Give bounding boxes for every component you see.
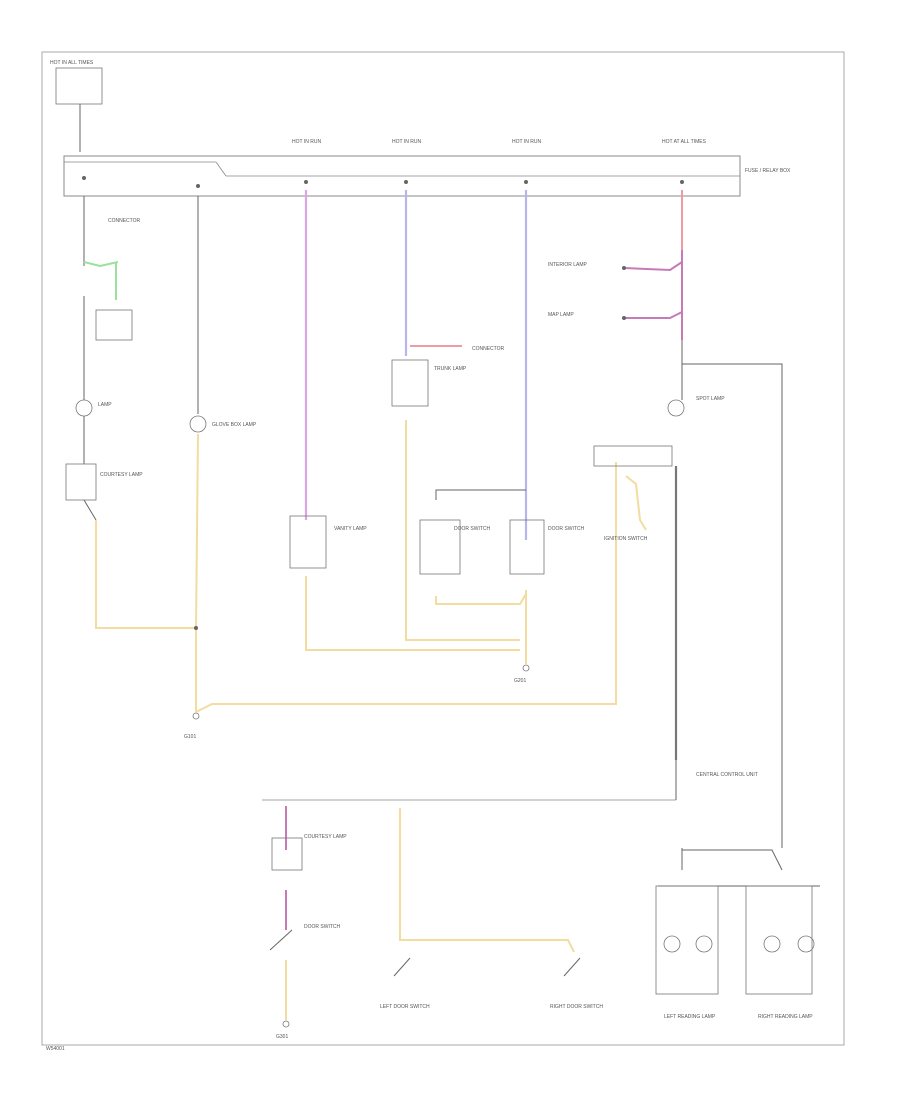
vanity-lamp-switch <box>289 515 327 569</box>
hot-label-run: HOT IN RUN <box>512 139 541 145</box>
left-reading-lamp-icon-2 <box>695 935 713 953</box>
lower-door-switch-label: DOOR SWITCH <box>304 924 340 930</box>
right-reading-lamp-icon <box>763 935 781 953</box>
left-door-label: LEFT DOOR SWITCH <box>380 1004 430 1010</box>
right-reading-lamp <box>745 885 813 995</box>
hot-label-start: HOT IN RUN <box>292 139 321 145</box>
hot-label-acc: HOT IN RUN <box>392 139 421 145</box>
door-switch-front-label: DOOR SWITCH <box>454 526 490 532</box>
interior-lamp-label: INTERIOR LAMP <box>548 262 588 268</box>
door-switch-front <box>419 519 461 575</box>
map-lamp-label: MAP LAMP <box>548 312 574 318</box>
door-switch-rear <box>509 519 545 575</box>
connector-c2-label: CONNECTOR <box>472 346 505 352</box>
left-reading-lamp <box>655 885 719 995</box>
right-reading-label: RIGHT READING LAMP <box>758 1014 813 1020</box>
lamp-bulb-label: LAMP <box>98 402 112 408</box>
control-unit-label: CENTRAL CONTROL UNIT <box>696 772 758 778</box>
trunk-lamp-label: TRUNK LAMP <box>434 366 467 372</box>
top-left-fuse <box>55 67 103 105</box>
frame-label: HOT IN ALL TIMES <box>50 60 94 66</box>
connector-c1 <box>95 309 133 341</box>
right-door-label: RIGHT DOOR SWITCH <box>550 1004 603 1010</box>
vanity-lamp-label: VANITY LAMP <box>334 526 367 532</box>
glove-box-lamp-label: GLOVE BOX LAMP <box>212 422 257 428</box>
trunk-lamp-switch <box>391 359 429 407</box>
ground-1-label: G101 <box>184 734 196 740</box>
diagram-frame <box>41 51 845 1046</box>
ground-2-icon <box>522 664 530 672</box>
lower-courtesy-lamp-label: COURTESY LAMP <box>304 834 347 840</box>
door-switch-rear-label: DOOR SWITCH <box>548 526 584 532</box>
ground-1-icon <box>192 712 200 720</box>
ignition-switch-label: IGNITION SWITCH <box>604 536 648 542</box>
ground-2-label: G201 <box>514 678 526 684</box>
lamp-bulb-icon <box>75 399 93 417</box>
hot-label-all: HOT AT ALL TIMES <box>662 139 707 145</box>
spot-lamp-label: SPOT LAMP <box>696 396 725 402</box>
courtesy-lamp-label: COURTESY LAMP <box>100 472 143 478</box>
fuse-box-label: FUSE / RELAY BOX <box>745 168 791 174</box>
glove-box-lamp-icon <box>189 415 207 433</box>
courtesy-lamp-switch <box>65 463 97 501</box>
connector-c1-label: CONNECTOR <box>108 218 141 224</box>
lower-courtesy-lamp <box>271 837 303 871</box>
left-reading-lamp-icon <box>663 935 681 953</box>
left-reading-label: LEFT READING LAMP <box>664 1014 716 1020</box>
ground-3-icon <box>282 1020 290 1028</box>
ground-3-label: G301 <box>276 1034 288 1040</box>
ignition-switch <box>593 445 673 467</box>
right-reading-lamp-icon-2 <box>797 935 815 953</box>
footer-code: W54001 <box>46 1046 65 1052</box>
spot-lamp-icon <box>667 399 685 417</box>
